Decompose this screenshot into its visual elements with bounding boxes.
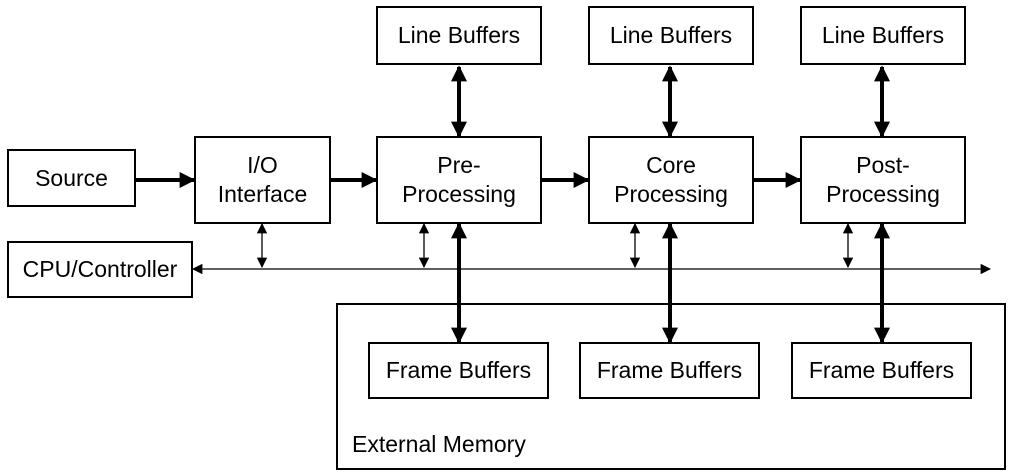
post-processing-block: Post- Processing <box>800 136 966 224</box>
source-block: Source <box>7 149 136 207</box>
source-label: Source <box>35 164 108 191</box>
line-buffers-post-label: Line Buffers <box>821 22 945 48</box>
pre-processing-label-line-2: Processing <box>402 181 516 207</box>
post-processing-label-line-1: Post- <box>856 152 910 178</box>
external-memory-label: External Memory <box>352 431 526 457</box>
io-interface-block: I/O Interface <box>194 136 331 224</box>
line-buffers-core-label: Line Buffers <box>609 22 733 48</box>
frame-buffers-pre: Frame Buffers <box>368 342 549 399</box>
pre-processing-label-line-1: Pre- <box>437 152 481 178</box>
frame-buffers-core-label: Frame Buffers <box>596 357 743 383</box>
core-processing-label-line-1: Core <box>646 152 696 178</box>
frame-buffers-core: Frame Buffers <box>579 342 760 399</box>
line-buffers-core: Line Buffers <box>588 6 754 65</box>
io-interface-label-line-2: Interface <box>217 181 308 207</box>
frame-buffers-post: Frame Buffers <box>791 342 972 399</box>
core-processing-block: Core Processing <box>588 136 754 224</box>
cpu-controller-block: CPU/Controller <box>7 241 193 298</box>
frame-buffers-post-label: Frame Buffers <box>808 357 955 383</box>
io-interface-label-line-1: I/O <box>247 152 278 178</box>
frame-buffers-pre-label: Frame Buffers <box>385 357 532 383</box>
pre-processing-block: Pre- Processing <box>376 136 542 224</box>
line-buffers-pre-label: Line Buffers <box>397 22 521 48</box>
cpu-controller-label: CPU/Controller <box>22 256 178 282</box>
core-processing-label-line-2: Processing <box>614 181 728 207</box>
line-buffers-pre: Line Buffers <box>376 6 542 65</box>
line-buffers-post: Line Buffers <box>800 6 966 65</box>
post-processing-label-line-2: Processing <box>826 181 940 207</box>
